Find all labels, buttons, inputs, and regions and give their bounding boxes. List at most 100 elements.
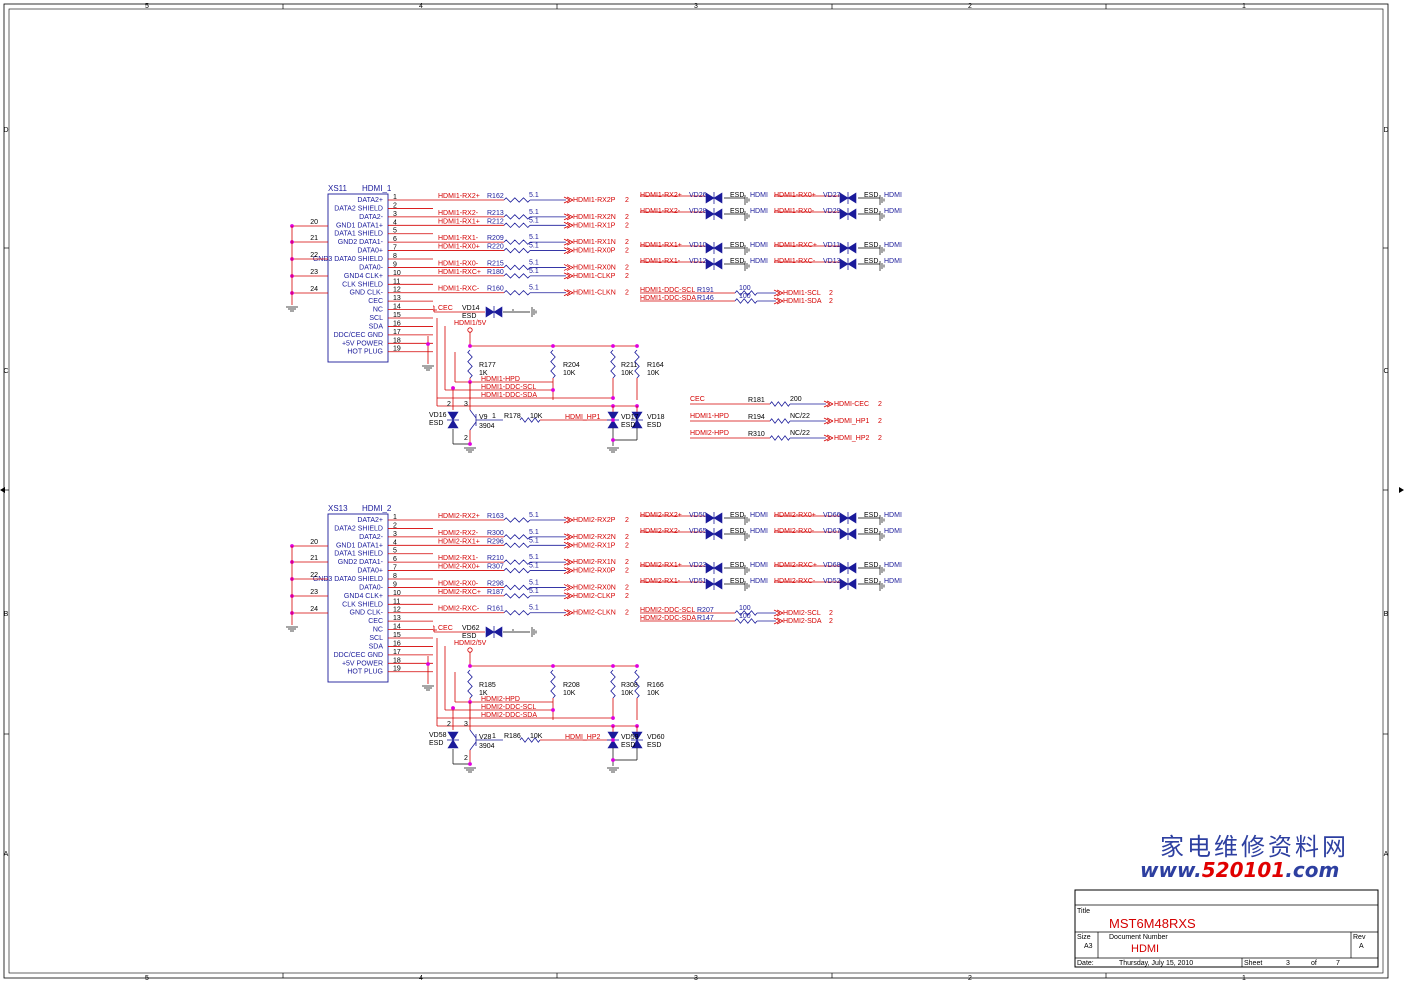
pullup-ref: R164 (647, 362, 664, 369)
esd-net-label: HDMI2-RX0+ (774, 512, 816, 519)
esd-part-label: HDMI (884, 242, 902, 249)
resistor-symbol (503, 264, 531, 271)
resistor-symbol (634, 349, 640, 379)
frame-row-label: B (1384, 611, 1389, 618)
ground-icon (879, 211, 885, 221)
resistor-symbol (503, 593, 531, 599)
transistor-pin-number: 1 (492, 413, 496, 420)
ground-icon (607, 447, 619, 453)
bus-net-label: HDMI1-HPD (481, 376, 520, 383)
ground-icon (607, 767, 619, 773)
esd-ref: VD18 (647, 414, 665, 421)
frame-col-label: 4 (419, 975, 423, 982)
offpage-arrow-icon (563, 196, 574, 204)
sheet-ref: 2 (625, 584, 629, 591)
junction-dot (468, 442, 472, 446)
pullup-value: 10K (647, 690, 660, 697)
offpage-arrow-icon (563, 264, 574, 271)
junction-dot (611, 664, 615, 668)
offpage-arrow-icon (773, 289, 784, 297)
transistor-pin-number: 3 (464, 721, 468, 728)
transistor-part: 3904 (479, 423, 495, 430)
net-label: HDMI2-RX1- (438, 555, 479, 562)
resistor-value: 5.1 (529, 588, 539, 595)
junction-dot (611, 716, 615, 720)
esd-diode-icon (631, 411, 643, 429)
esd-ref: VD65 (689, 528, 707, 535)
offpage-arrow-icon (563, 558, 574, 566)
ddc-net-label: HDMI1-DDC-SDA (640, 295, 696, 302)
esd-part-label: HDMI (750, 528, 768, 535)
offpage-net-label: HDMI2-RX0P (573, 568, 616, 575)
resistor-ref: R213 (487, 210, 504, 217)
sheet-ref: 2 (625, 517, 629, 524)
pin-number: 4 (393, 539, 397, 546)
pin-number: 14 (393, 624, 401, 631)
junction-dot (551, 388, 555, 392)
pullup-value: 10K (621, 370, 634, 377)
sheet-ref: 2 (625, 222, 629, 229)
resistor-value: 5.1 (529, 192, 539, 199)
resistor-value: 5.1 (529, 512, 539, 519)
ground-icon (744, 581, 750, 591)
pin-label: CEC (368, 618, 383, 625)
offpage-net-label: HDMI2-RX0N (573, 584, 616, 591)
pin-number: 11 (393, 598, 400, 605)
bus-net-label: HDMI2-DDC-SCL (481, 704, 536, 711)
pin-number: 11 (393, 278, 400, 285)
pin-number: 10 (393, 590, 401, 597)
resistor-value: 100 (739, 605, 751, 612)
esd-net-label: HDMI1-RX0+ (774, 192, 816, 199)
resistor-symbol (503, 534, 531, 540)
transistor-ref: V28 (479, 734, 492, 741)
pin-number: 1 (393, 514, 397, 521)
bus-net-label: HDMI2-DDC-SDA (481, 712, 537, 719)
bus-net-label: HDMI1-DDC-SDA (481, 392, 537, 399)
frame-row-label: A (4, 851, 9, 858)
offpage-arrow-icon (563, 533, 574, 541)
esd-net-label: HDMI2-RXC- (774, 578, 816, 585)
power-net-label: HDMI2/5V (454, 640, 487, 647)
pin-number: 13 (393, 295, 401, 302)
offpage-arrow-icon (563, 247, 574, 254)
sheet-ref: 2 (829, 290, 833, 297)
esd-label: ESD (864, 562, 878, 569)
ground-icon (744, 515, 750, 525)
esd-label: ESD (621, 742, 635, 749)
sheet-ref: 2 (878, 401, 882, 408)
sheet-ref: 2 (878, 418, 882, 425)
resistor-ref: R163 (487, 513, 504, 520)
transistor-pin-number: 2 (464, 435, 468, 442)
pullup-value: 10K (563, 690, 576, 697)
resistor-symbol (769, 418, 791, 424)
size-label: Size (1077, 934, 1091, 941)
pin-label: DATA2+ (357, 197, 383, 204)
esd-label: ESD (730, 208, 744, 215)
resistor-symbol (503, 517, 531, 523)
esd-label: ESD (730, 192, 744, 199)
resistor-symbol (503, 247, 531, 254)
connector-ref: XS13 (328, 504, 348, 513)
offpage-arrow-icon (563, 584, 574, 591)
frame-row-label: A (1384, 851, 1389, 858)
ground-icon (744, 531, 750, 541)
connector-part: HDMI_1 (362, 184, 392, 193)
resistor-ref: R296 (487, 538, 504, 545)
offpage-net-label: HDMI2-SCL (783, 610, 821, 617)
net-label: HDMI1-RX1- (438, 235, 479, 242)
net-label: HDMI1-RX2- (438, 210, 479, 217)
pin-label: GND CLK- (350, 290, 384, 297)
sheet-ref: 2 (625, 248, 629, 255)
resistor-symbol (610, 349, 616, 379)
resistor-value: 5.1 (529, 234, 539, 241)
net-label: HDMI2-RXC+ (438, 589, 481, 596)
resistor-symbol (734, 290, 758, 296)
esd-net-label: HDMI1-RX1- (640, 258, 681, 265)
frame-row-label: C (3, 368, 8, 375)
ground-icon (879, 245, 885, 255)
resistor-ref: R147 (697, 615, 714, 622)
esd-net-label: HDMI1-RX2+ (640, 192, 682, 199)
esd-ref: VD12 (689, 258, 707, 265)
resistor-ref: R212 (487, 218, 504, 225)
